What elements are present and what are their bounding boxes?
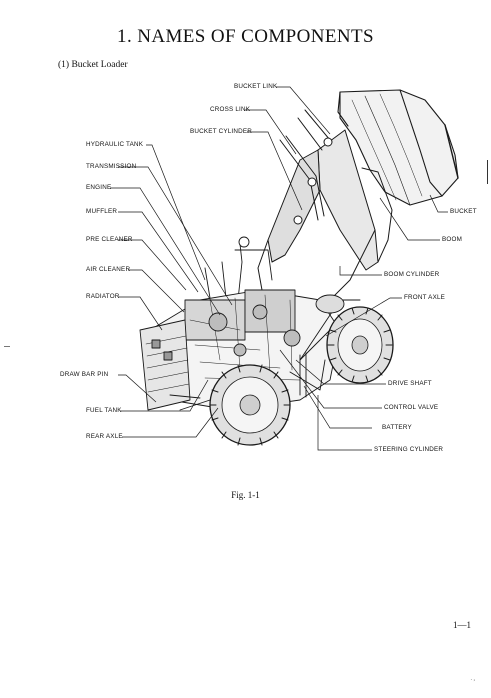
leader-muffler xyxy=(118,211,199,293)
label-air-cleaner: AIR CLEANER xyxy=(86,266,131,273)
label-bucket-link: BUCKET LINK xyxy=(234,83,278,90)
leader-steering-cylinder xyxy=(317,395,372,451)
radiator-grille-drawing xyxy=(139,319,191,411)
label-drive-shaft: DRIVE SHAFT xyxy=(388,380,432,387)
leader-drive-shaft xyxy=(295,359,386,385)
label-front-axle: FRONT AXLE xyxy=(404,294,446,301)
label-boom: BOOM xyxy=(442,236,463,243)
leader-rear-axle xyxy=(122,407,219,438)
leader-transmission xyxy=(118,166,233,306)
label-cross-link: CROSS LINK xyxy=(210,106,251,113)
leader-control-valve xyxy=(279,349,382,409)
margin-mark xyxy=(4,346,10,347)
leader-bucket-cylinder xyxy=(247,131,303,211)
label-radiator: RADIATOR xyxy=(86,293,120,300)
leader-bucket-link xyxy=(276,86,331,135)
leader-bucket xyxy=(429,194,448,213)
label-draw-bar-pin: DRAW BAR PIN xyxy=(60,371,109,378)
label-transmission: TRANSMISSION xyxy=(86,163,137,170)
label-engine: ENGINE xyxy=(86,184,112,191)
leader-radiator xyxy=(118,296,163,331)
front-wheel-drawing xyxy=(326,306,394,384)
leader-pre-cleaner xyxy=(118,239,187,291)
bucket-cylinder-drawing xyxy=(279,109,333,225)
section-subtitle: (1) Bucket Loader xyxy=(58,60,128,70)
right-edge-bar xyxy=(487,160,488,184)
page-title: 1. NAMES OF COMPONENTS xyxy=(117,26,374,47)
footer-mark: . , xyxy=(470,676,476,682)
leader-fuel-tank xyxy=(120,379,209,412)
label-bucket-cylinder: BUCKET CYLINDER xyxy=(190,128,253,135)
label-rear-axle: REAR AXLE xyxy=(86,433,123,440)
boom-arms-drawing xyxy=(257,129,393,301)
label-pre-cleaner: PRE CLEANER xyxy=(86,236,133,243)
frame-drawing xyxy=(204,236,273,311)
label-boom-cylinder: BOOM CYLINDER xyxy=(384,271,440,278)
leader-air-cleaner xyxy=(128,269,185,313)
leader-cross-link xyxy=(245,109,297,155)
leader-lines xyxy=(110,86,448,451)
page-number: 1—1 xyxy=(453,620,471,630)
label-muffler: MUFFLER xyxy=(86,208,118,215)
label-bucket: BUCKET xyxy=(450,208,477,215)
leader-boom-cylinder xyxy=(339,266,382,276)
label-hydraulic-tank: HYDRAULIC TANK xyxy=(86,141,144,148)
label-steering-cylinder: STEERING CYLINDER xyxy=(374,446,444,453)
leader-hydraulic-tank xyxy=(146,144,206,281)
leader-front-axle xyxy=(325,297,402,337)
label-control-valve: CONTROL VALVE xyxy=(384,404,439,411)
leader-battery xyxy=(303,385,372,429)
leader-draw-bar-pin xyxy=(118,374,157,403)
label-battery: BATTERY xyxy=(382,424,412,431)
rear-wheel-drawing xyxy=(209,364,291,446)
label-fuel-tank: FUEL TANK xyxy=(86,407,122,414)
figure-caption: Fig. 1-1 xyxy=(231,490,260,500)
chassis-drawing xyxy=(169,294,361,411)
leader-boom xyxy=(379,197,440,241)
bucket-drawing xyxy=(337,89,459,206)
leader-engine xyxy=(110,187,221,316)
